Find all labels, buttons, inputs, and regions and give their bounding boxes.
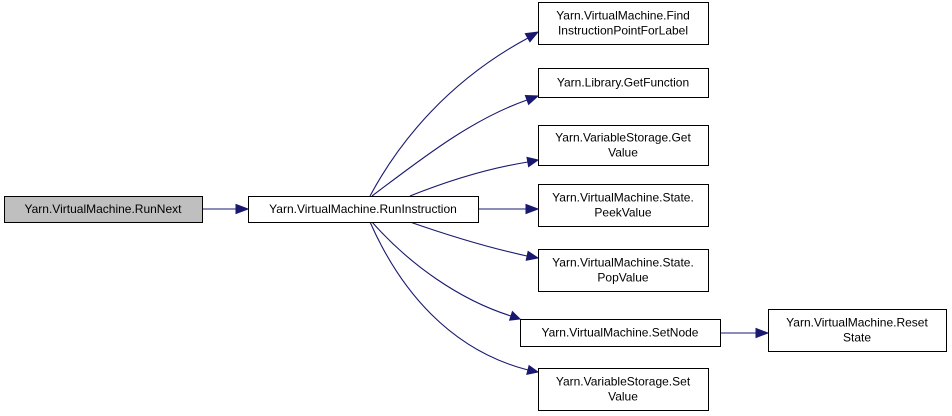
node-state-pop-value[interactable]: Yarn.VirtualMachine.State.PopValue <box>538 249 709 292</box>
node-box[interactable] <box>538 368 709 411</box>
arrow-head <box>526 156 540 168</box>
node-box[interactable] <box>538 249 709 292</box>
node-label-line: PeekValue <box>594 206 651 220</box>
node-label-line: Value <box>608 146 638 160</box>
node-box[interactable] <box>538 2 709 45</box>
edges-layer <box>202 31 770 376</box>
edge-line <box>369 221 529 371</box>
node-set-node[interactable]: Yarn.VirtualMachine.SetNode <box>520 319 721 347</box>
node-box[interactable] <box>538 68 709 98</box>
edge-line <box>369 37 529 197</box>
node-state-peek-value[interactable]: Yarn.VirtualMachine.State.PeekValue <box>538 184 709 227</box>
edge-run-instruction-to-variable-storage-set-value <box>369 221 540 376</box>
node-label-line: Yarn.VirtualMachine.RunInstruction <box>269 202 457 216</box>
edge-line <box>409 161 529 197</box>
node-run-next[interactable]: Yarn.VirtualMachine.RunNext <box>4 196 203 223</box>
edge-run-instruction-to-set-node <box>371 221 522 321</box>
edge-run-instruction-to-state-pop-value <box>409 221 540 261</box>
edge-run-instruction-to-state-peek-value <box>478 203 540 215</box>
node-label-line: Yarn.VirtualMachine.Find <box>556 9 690 23</box>
node-box[interactable] <box>538 184 709 227</box>
node-box[interactable] <box>538 125 709 166</box>
arrow-head <box>525 250 540 261</box>
node-box[interactable] <box>248 196 479 223</box>
arrow-head <box>755 327 770 339</box>
node-label-line: Yarn.VirtualMachine.Reset <box>786 316 928 330</box>
edge-run-instruction-to-variable-storage-get-value <box>409 156 540 197</box>
arrow-head <box>524 94 540 106</box>
node-box[interactable] <box>520 319 721 347</box>
node-label-line: Yarn.VariableStorage.Get <box>555 131 691 145</box>
node-label-line: Yarn.VirtualMachine.RunNext <box>25 202 183 216</box>
node-label-line: Yarn.VirtualMachine.SetNode <box>542 326 699 340</box>
node-box[interactable] <box>4 196 203 223</box>
arrow-head <box>235 203 250 215</box>
node-run-instruction[interactable]: Yarn.VirtualMachine.RunInstruction <box>248 196 479 223</box>
edge-set-node-to-reset-state <box>720 327 770 339</box>
arrow-head <box>524 31 540 43</box>
node-label-line: Yarn.Library.GetFunction <box>557 76 689 90</box>
node-label-line: Yarn.VirtualMachine.State. <box>552 191 694 205</box>
arrow-head <box>526 364 540 376</box>
node-label-line: Yarn.VariableStorage.Set <box>556 375 691 389</box>
node-box[interactable] <box>768 309 947 352</box>
node-find-instruction-point[interactable]: Yarn.VirtualMachine.FindInstructionPoint… <box>538 2 709 45</box>
node-label-line: State <box>843 331 871 345</box>
arrow-head <box>508 310 522 321</box>
edge-line <box>409 221 528 257</box>
node-label-line: Yarn.VirtualMachine.State. <box>552 256 694 270</box>
node-get-function[interactable]: Yarn.Library.GetFunction <box>538 68 709 98</box>
edge-line <box>371 99 528 197</box>
edge-run-instruction-to-get-function <box>371 94 540 197</box>
arrow-head <box>525 203 540 215</box>
node-label-line: Value <box>608 390 638 404</box>
edge-run-instruction-to-find-instruction-point <box>369 31 540 197</box>
edge-line <box>371 221 512 317</box>
node-label-line: PopValue <box>597 271 648 285</box>
edge-run-next-to-run-instruction <box>202 203 250 215</box>
node-label-line: InstructionPointForLabel <box>558 24 688 38</box>
